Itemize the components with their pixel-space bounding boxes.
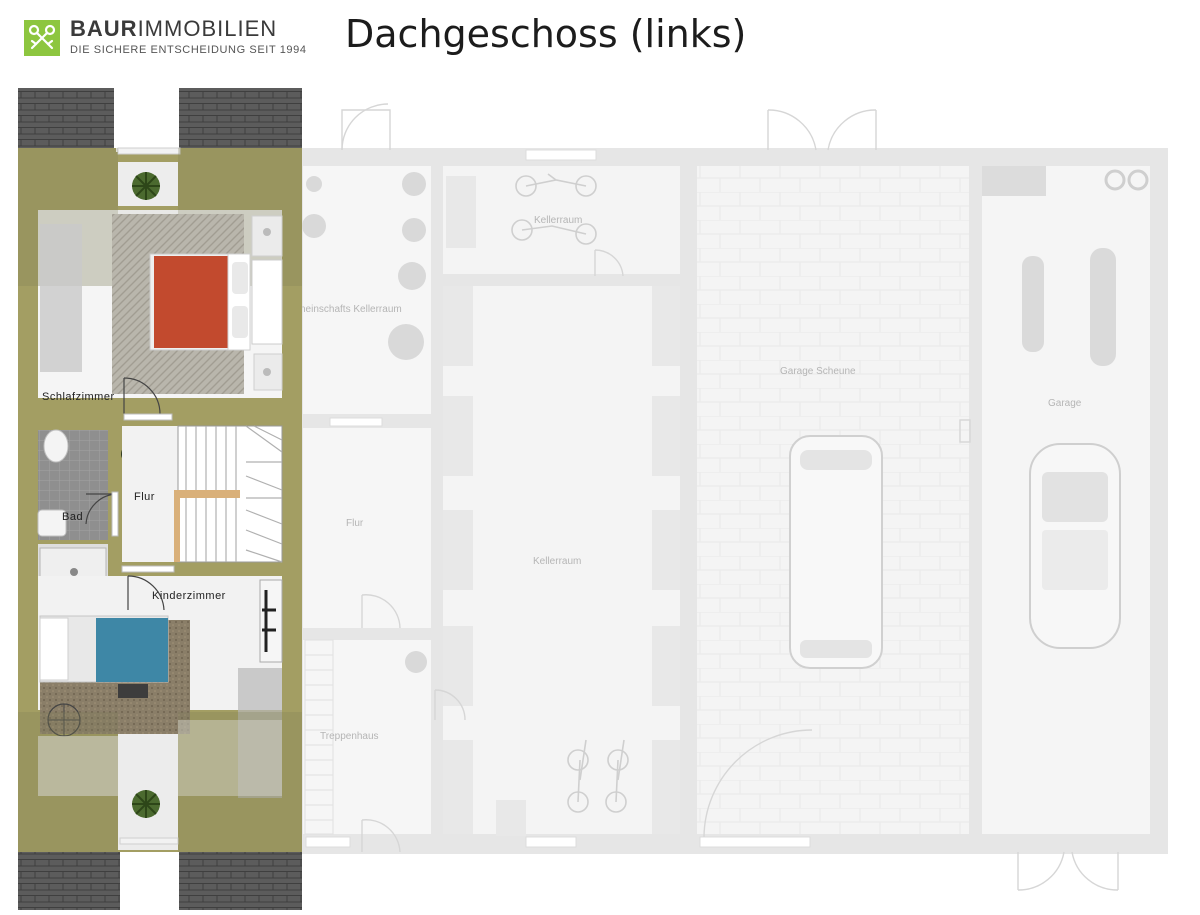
floor-plan: neinschafts Kellerraum Kellerraum Flur K… [18, 88, 1168, 910]
toilet-icon [43, 429, 69, 463]
room-label: Flur [346, 518, 364, 529]
wardrobe [238, 668, 282, 798]
door-icon [341, 103, 1119, 891]
tyres-icon [1104, 169, 1149, 191]
bed-icon [39, 615, 169, 698]
roof-tiles [179, 852, 302, 910]
car-icon [1029, 443, 1121, 649]
rack [262, 590, 276, 652]
plant-icon [302, 172, 427, 673]
faded-plan: neinschafts Kellerraum Kellerraum Flur K… [300, 103, 1168, 891]
room-label-bad: Bad [62, 511, 83, 523]
room-label: neinschafts Kellerraum [300, 304, 402, 315]
active-floor: Schlafzimmer Bad Flur [18, 88, 302, 910]
header: BAURIMMOBILIEN DIE SICHERE ENTSCHEIDUNG … [0, 0, 1200, 80]
sink-icon [37, 509, 67, 537]
room-label: Kellerraum [534, 215, 582, 226]
car-icon [789, 435, 883, 669]
desk [259, 579, 283, 663]
brand-tagline: DIE SICHERE ENTSCHEIDUNG SEIT 1994 [70, 44, 307, 56]
bicycle-icon [511, 173, 629, 813]
page-title: Dachgeschoss (links) [345, 12, 747, 56]
room-label: Kellerraum [533, 556, 581, 567]
roof-tiles [18, 852, 120, 910]
door-icon [123, 377, 161, 415]
wardrobe [40, 224, 82, 372]
room-label: Treppenhaus [320, 731, 379, 742]
roof-tiles [18, 88, 114, 148]
room-label: Garage Scheune [780, 366, 856, 377]
door-icon [127, 575, 165, 611]
room-label-schlafzimmer: Schlafzimmer [42, 391, 115, 403]
bed-icon [149, 253, 251, 351]
brand-name: BAURIMMOBILIEN [70, 16, 278, 41]
room-label-flur: Flur [134, 491, 155, 503]
room-label-kinderzimmer: Kinderzimmer [152, 590, 226, 602]
chair [251, 259, 283, 345]
logo-keys-icon [24, 20, 60, 56]
room-label: Garage [1048, 398, 1082, 409]
roof-tiles [179, 88, 302, 148]
motorcycle-icon [1022, 248, 1116, 366]
stairs-icon [174, 425, 283, 563]
